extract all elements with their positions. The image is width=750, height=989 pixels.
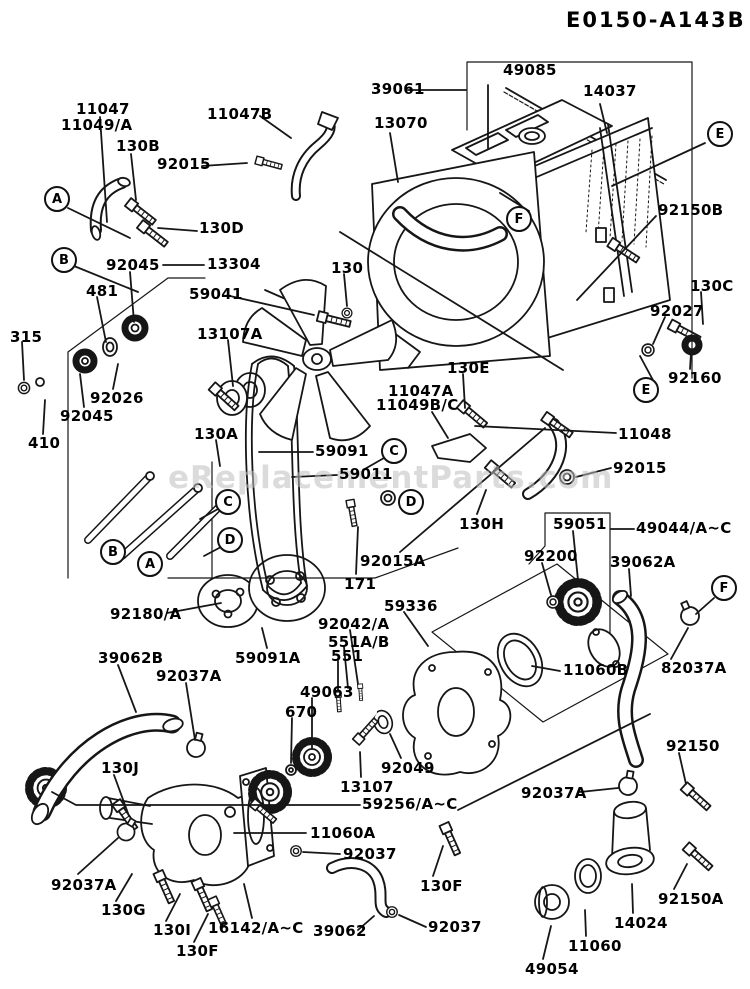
part-label-92037[interactable]: 92037 bbox=[428, 918, 482, 936]
part-label-49063[interactable]: 49063 bbox=[300, 683, 354, 701]
part-label-481[interactable]: 481 bbox=[86, 282, 119, 300]
ref-circle-B: B bbox=[51, 247, 77, 273]
part-label-13070[interactable]: 13070 bbox=[374, 114, 428, 132]
part-label-39062B[interactable]: 39062B bbox=[98, 649, 164, 667]
part-label-92160[interactable]: 92160 bbox=[668, 369, 722, 387]
part-label-92200[interactable]: 92200 bbox=[524, 547, 578, 565]
part-label-130J[interactable]: 130J bbox=[101, 759, 140, 777]
part-label-39061[interactable]: 39061 bbox=[371, 80, 425, 98]
watermark: eReplacementParts.com bbox=[168, 460, 614, 496]
part-label-49054[interactable]: 49054 bbox=[525, 960, 579, 978]
part-label-11060A[interactable]: 11060A bbox=[310, 824, 376, 842]
part-label-92150A[interactable]: 92150A bbox=[658, 890, 724, 908]
ref-circle-B: B bbox=[100, 539, 126, 565]
part-label-92150[interactable]: 92150 bbox=[666, 737, 720, 755]
part-label-670[interactable]: 670 bbox=[285, 703, 318, 721]
part-label-59256/A~C[interactable]: 59256/A~C bbox=[362, 795, 458, 813]
part-label-11047A[interactable]: 11047A bbox=[388, 382, 454, 400]
part-label-59041[interactable]: 59041 bbox=[189, 285, 243, 303]
part-label-13304[interactable]: 13304 bbox=[207, 255, 261, 273]
part-label-130D[interactable]: 130D bbox=[199, 219, 244, 237]
part-label-59011[interactable]: 59011 bbox=[339, 465, 393, 483]
ref-circle-E: E bbox=[707, 121, 733, 147]
ref-circle-C: C bbox=[381, 438, 407, 464]
part-label-130A[interactable]: 130A bbox=[194, 425, 239, 443]
part-label-92015[interactable]: 92015 bbox=[157, 155, 211, 173]
ref-circle-E: E bbox=[633, 377, 659, 403]
part-label-130G[interactable]: 130G bbox=[101, 901, 146, 919]
part-label-49044/A~C[interactable]: 49044/A~C bbox=[636, 519, 732, 537]
ref-circle-A: A bbox=[137, 551, 163, 577]
part-label-11047[interactable]: 11047 bbox=[76, 100, 130, 118]
part-label-92037A[interactable]: 92037A bbox=[51, 876, 117, 894]
part-label-92180/A[interactable]: 92180/A bbox=[110, 605, 182, 623]
part-label-130[interactable]: 130 bbox=[331, 259, 364, 277]
part-label-13107A[interactable]: 13107A bbox=[197, 325, 263, 343]
part-label-92037A[interactable]: 92037A bbox=[521, 784, 587, 802]
part-label-82037A[interactable]: 82037A bbox=[661, 659, 727, 677]
ref-circle-D: D bbox=[398, 489, 424, 515]
pump-housing bbox=[29, 768, 287, 887]
part-label-92037A[interactable]: 92037A bbox=[156, 667, 222, 685]
fan-clutch-box bbox=[167, 512, 611, 651]
part-label-92042/A[interactable]: 92042/A bbox=[318, 615, 390, 633]
part-label-410[interactable]: 410 bbox=[28, 434, 61, 452]
part-label-92015A[interactable]: 92015A bbox=[360, 552, 426, 570]
part-label-13107[interactable]: 13107 bbox=[340, 778, 394, 796]
part-label-92027[interactable]: 92027 bbox=[650, 302, 704, 320]
belt-and-pulleys bbox=[197, 355, 326, 628]
part-label-59051[interactable]: 59051 bbox=[553, 515, 607, 533]
part-label-130E[interactable]: 130E bbox=[447, 359, 490, 377]
ref-circle-D: D bbox=[217, 527, 243, 553]
part-label-11060[interactable]: 11060 bbox=[568, 937, 622, 955]
part-label-16142/A~C[interactable]: 16142/A~C bbox=[208, 919, 304, 937]
part-label-11047B[interactable]: 11047B bbox=[207, 105, 273, 123]
part-label-49085[interactable]: 49085 bbox=[503, 61, 557, 79]
part-label-92045[interactable]: 92045 bbox=[60, 407, 114, 425]
part-label-130H[interactable]: 130H bbox=[459, 515, 505, 533]
ref-circle-A: A bbox=[44, 186, 70, 212]
part-label-14024[interactable]: 14024 bbox=[614, 914, 668, 932]
part-label-11049B/C[interactable]: 11049B/C bbox=[376, 396, 459, 414]
part-label-92015[interactable]: 92015 bbox=[613, 459, 667, 477]
thermostat-outlet bbox=[534, 800, 655, 920]
bearing-parts bbox=[35, 277, 323, 579]
part-label-130F[interactable]: 130F bbox=[176, 942, 219, 960]
part-label-315[interactable]: 315 bbox=[10, 328, 43, 346]
part-label-92037[interactable]: 92037 bbox=[343, 845, 397, 863]
part-label-92026[interactable]: 92026 bbox=[90, 389, 144, 407]
ref-circle-F: F bbox=[506, 206, 532, 232]
part-label-130B[interactable]: 130B bbox=[116, 137, 160, 155]
ref-circle-C: C bbox=[215, 489, 241, 515]
part-label-551[interactable]: 551 bbox=[331, 647, 364, 665]
part-label-11060B[interactable]: 11060B bbox=[563, 661, 629, 679]
part-label-171[interactable]: 171 bbox=[344, 575, 377, 593]
diagram-code: E0150-A143B bbox=[566, 8, 746, 32]
part-label-39062[interactable]: 39062 bbox=[313, 922, 367, 940]
part-label-11048[interactable]: 11048 bbox=[618, 425, 672, 443]
fasteners bbox=[17, 155, 715, 928]
part-label-59091A[interactable]: 59091A bbox=[235, 649, 301, 667]
part-label-11049/A[interactable]: 11049/A bbox=[61, 116, 133, 134]
hoses bbox=[30, 589, 648, 918]
leader-lines bbox=[21, 84, 715, 960]
part-label-59091[interactable]: 59091 bbox=[315, 442, 369, 460]
part-label-92045[interactable]: 92045 bbox=[106, 256, 160, 274]
part-label-551A/B[interactable]: 551A/B bbox=[328, 633, 390, 651]
ref-circle-F: F bbox=[711, 575, 737, 601]
part-label-39062A[interactable]: 39062A bbox=[610, 553, 676, 571]
part-label-92049[interactable]: 92049 bbox=[381, 759, 435, 777]
fan-shroud bbox=[367, 151, 551, 371]
part-label-14037[interactable]: 14037 bbox=[583, 82, 637, 100]
part-label-59336[interactable]: 59336 bbox=[384, 597, 438, 615]
part-label-130I[interactable]: 130I bbox=[153, 921, 192, 939]
part-label-92150B[interactable]: 92150B bbox=[658, 201, 724, 219]
part-label-130F[interactable]: 130F bbox=[420, 877, 463, 895]
part-label-130C[interactable]: 130C bbox=[690, 277, 734, 295]
water-pump-group bbox=[285, 563, 669, 775]
